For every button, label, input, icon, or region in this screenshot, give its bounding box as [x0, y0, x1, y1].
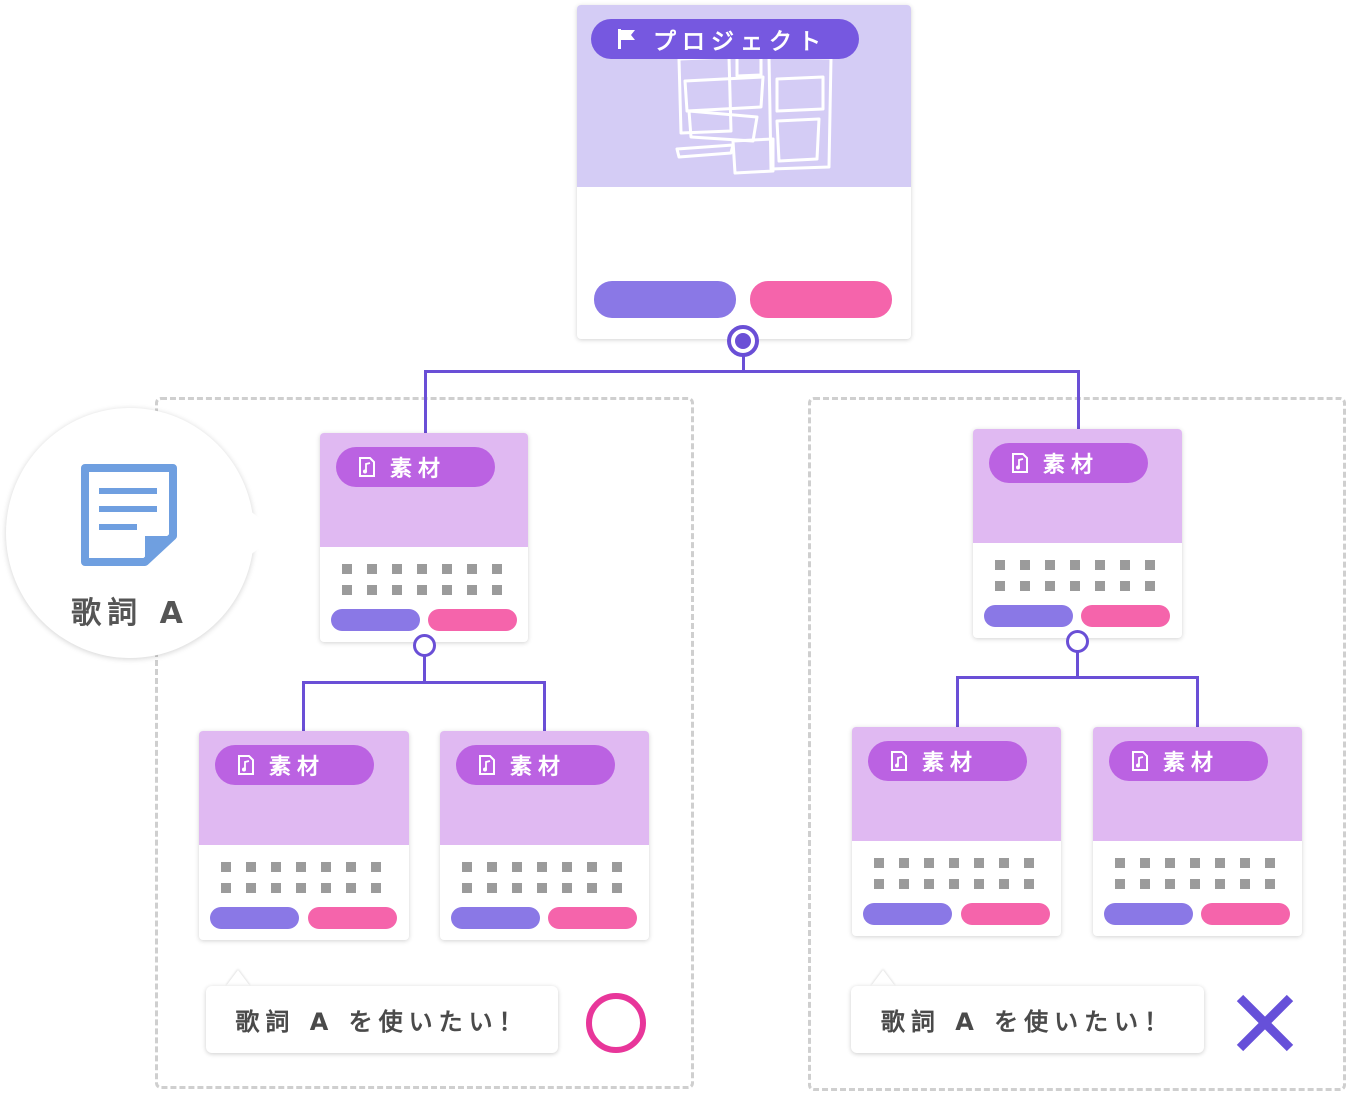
request-text-left: 歌詞 A を使いたい！	[235, 1008, 529, 1036]
material-card-header: 素材	[320, 433, 528, 547]
material-tag-label: 素材	[1163, 751, 1220, 776]
lyrics-bubble-tail	[250, 511, 280, 555]
project-secondary-button[interactable]	[750, 281, 892, 318]
project-tag: プロジェクト	[591, 19, 859, 59]
material-tag: 素材	[336, 447, 495, 487]
material-card-header: 素材	[852, 727, 1061, 841]
material-tag: 素材	[456, 745, 615, 785]
material-tag: 素材	[215, 745, 374, 785]
material-card-header: 素材	[973, 429, 1182, 543]
material-card-right-parent[interactable]: 素材	[973, 429, 1182, 638]
material-placeholder-text	[462, 862, 622, 893]
material-connector-node-right[interactable]	[1066, 630, 1089, 653]
material-primary-button[interactable]	[451, 907, 540, 929]
material-placeholder-text	[995, 560, 1155, 591]
material-tag-label: 素材	[922, 751, 979, 776]
material-secondary-button[interactable]	[961, 903, 1050, 925]
music-file-icon	[238, 755, 254, 775]
material-tag-label: 素材	[269, 755, 326, 780]
request-bubble-right: 歌詞 A を使いたい！	[851, 986, 1204, 1053]
denied-cross-icon	[1236, 994, 1294, 1052]
material-tag-label: 素材	[1043, 453, 1100, 478]
material-card-right-child-2[interactable]: 素材	[1093, 727, 1302, 936]
material-primary-button[interactable]	[210, 907, 299, 929]
material-placeholder-text	[874, 858, 1034, 889]
project-sketch-illustration	[675, 52, 833, 175]
material-card-right-child-1[interactable]: 素材	[852, 727, 1061, 936]
music-file-icon	[479, 755, 495, 775]
material-secondary-button[interactable]	[548, 907, 637, 929]
project-primary-button[interactable]	[594, 281, 736, 318]
material-card-left-parent[interactable]: 素材	[320, 433, 528, 642]
request-bubble-tail-right	[871, 970, 895, 986]
music-file-icon	[1132, 751, 1148, 771]
allowed-circle-icon	[586, 993, 646, 1053]
flag-icon	[618, 29, 635, 49]
material-card-header: 素材	[199, 731, 409, 845]
project-placeholder-text	[612, 209, 868, 227]
material-placeholder-text	[342, 564, 502, 595]
material-card-left-child-1[interactable]: 素材	[199, 731, 409, 940]
material-tag-label: 素材	[390, 457, 447, 482]
material-primary-button[interactable]	[984, 605, 1073, 627]
material-placeholder-text	[221, 862, 381, 893]
material-tag: 素材	[868, 741, 1027, 781]
material-tag-label: 素材	[510, 755, 567, 780]
music-file-icon	[359, 457, 375, 477]
material-primary-button[interactable]	[331, 609, 420, 631]
request-bubble-left: 歌詞 A を使いたい！	[206, 986, 558, 1053]
project-card[interactable]: プロジェクト	[577, 5, 911, 339]
material-card-left-child-2[interactable]: 素材	[440, 731, 649, 940]
request-text-right: 歌詞 A を使いたい！	[880, 1008, 1175, 1036]
music-file-icon	[1012, 453, 1028, 473]
request-bubble-tail-left	[226, 970, 250, 986]
project-card-header: プロジェクト	[577, 5, 911, 187]
material-card-header: 素材	[1093, 727, 1302, 841]
material-primary-button[interactable]	[1104, 903, 1193, 925]
material-primary-button[interactable]	[863, 903, 952, 925]
material-tag: 素材	[989, 443, 1148, 483]
material-secondary-button[interactable]	[1081, 605, 1170, 627]
project-connector-node[interactable]	[727, 325, 759, 357]
material-tag: 素材	[1109, 741, 1268, 781]
lyrics-label: 歌詞 A	[71, 596, 189, 631]
material-connector-node-left[interactable]	[413, 634, 436, 657]
music-file-icon	[891, 751, 907, 771]
project-tag-label: プロジェクト	[653, 29, 827, 55]
material-card-header: 素材	[440, 731, 649, 845]
document-icon	[81, 464, 177, 566]
material-secondary-button[interactable]	[308, 907, 397, 929]
material-secondary-button[interactable]	[428, 609, 517, 631]
material-placeholder-text	[1115, 858, 1275, 889]
material-secondary-button[interactable]	[1201, 903, 1290, 925]
